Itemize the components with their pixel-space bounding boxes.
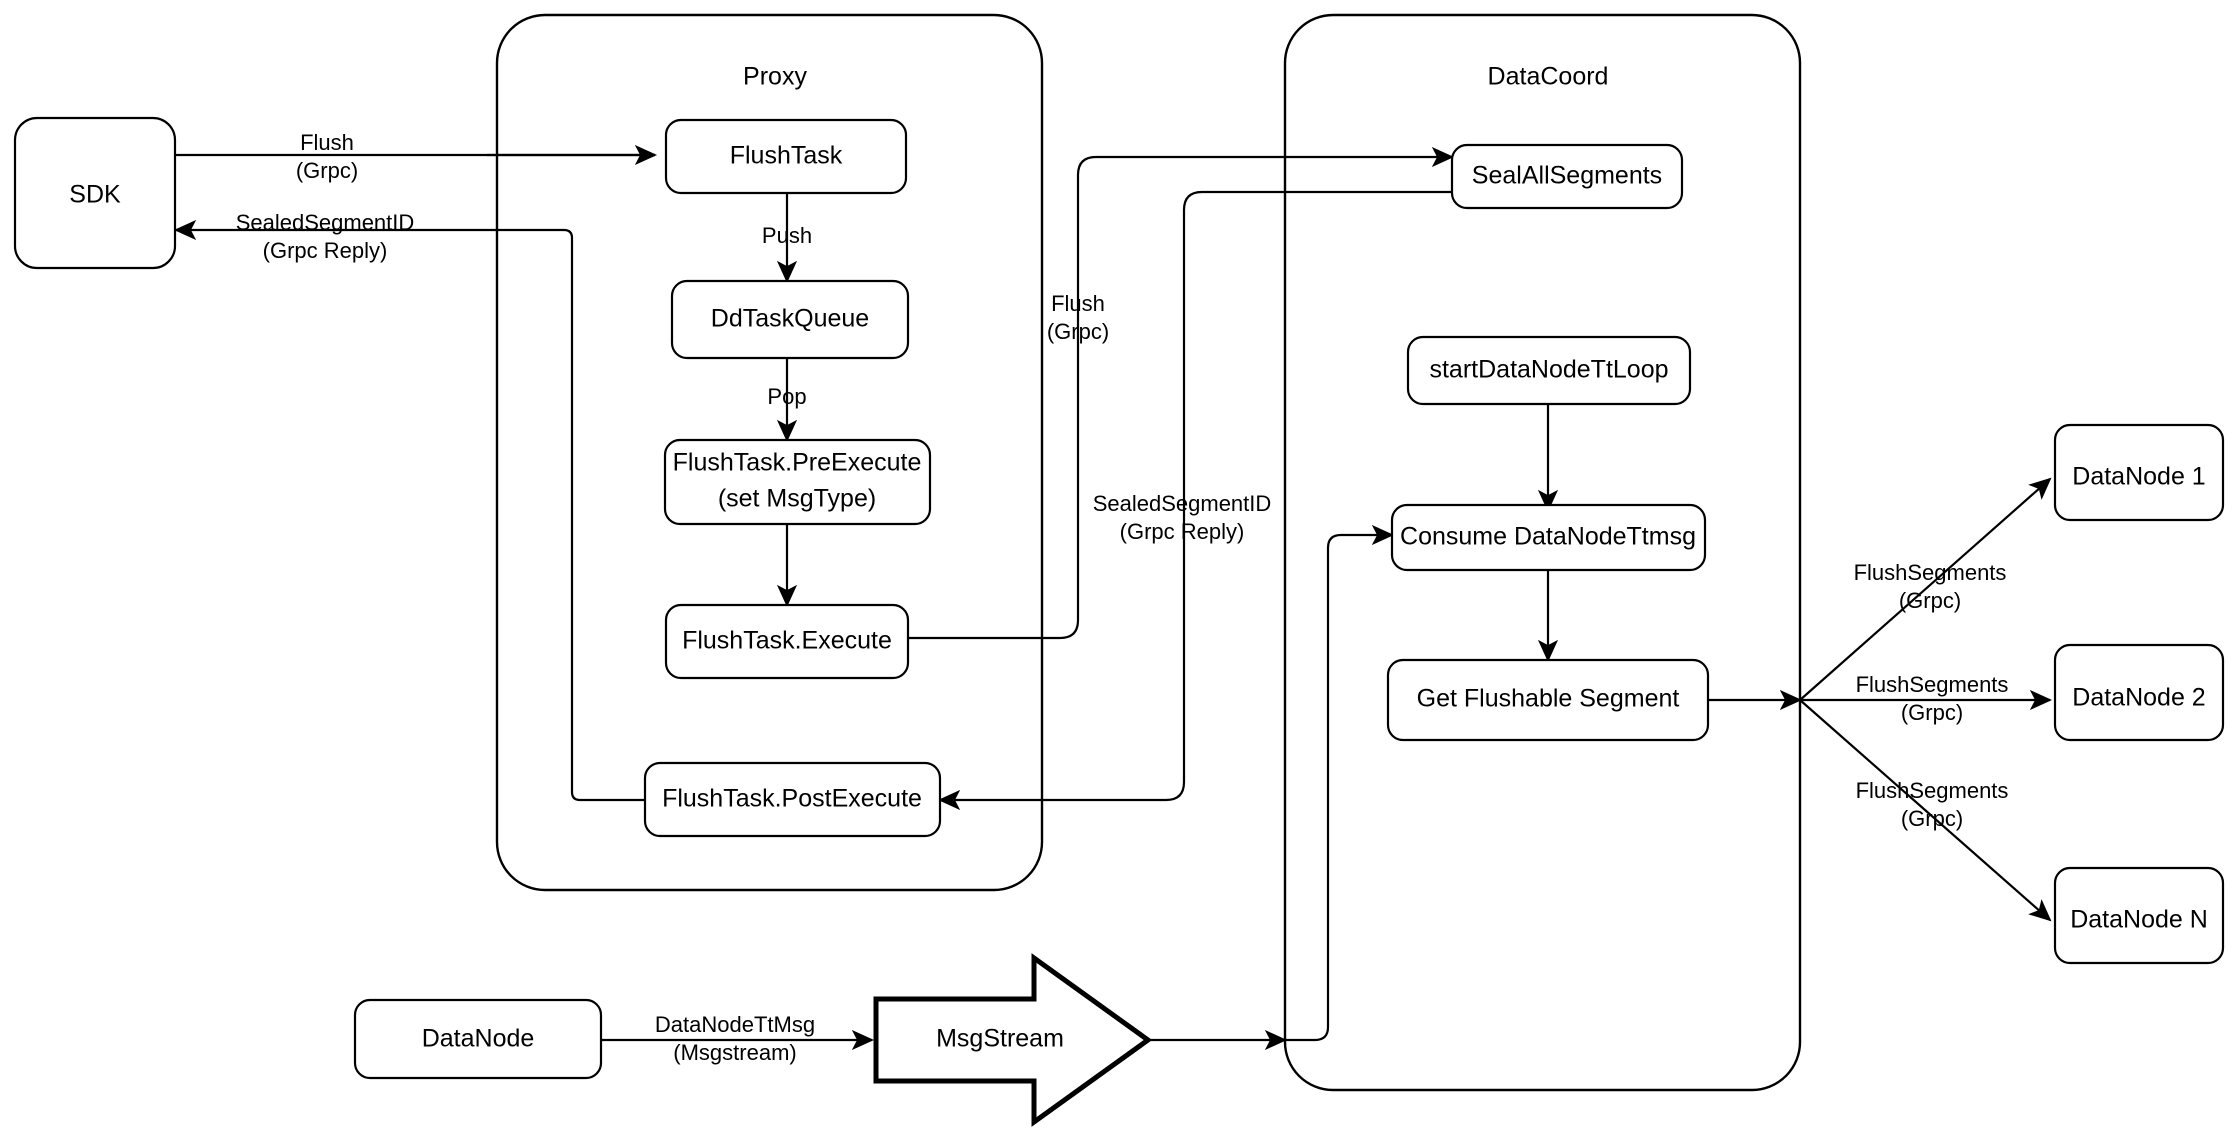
- flush-segments-1-label-line1: FlushSegments: [1854, 560, 2007, 585]
- label-flush-segments-2: FlushSegments (Grpc): [1856, 672, 2009, 725]
- flush-task-postexecute-label: FlushTask.PostExecute: [662, 785, 922, 813]
- seal-all-segments-box[interactable]: [1450, 143, 1684, 210]
- seal-all-segments-label: SealAllSegments: [1472, 162, 1662, 190]
- datanode-bottom-label: DataNode: [422, 1025, 535, 1053]
- sdk-to-proxy-label-line2: (Grpc): [296, 158, 358, 183]
- proxy-to-sdk-label-line2: (Grpc Reply): [263, 238, 388, 263]
- node-datanode-bottom[interactable]: DataNode: [353, 998, 603, 1080]
- proxy-container-label: Proxy: [743, 63, 807, 91]
- flush-task-execute-box[interactable]: [664, 603, 910, 680]
- flush-task-preexecute-label-line1: FlushTask.PreExecute: [673, 449, 922, 477]
- label-proxy-to-datacoord: Flush (Grpc): [1047, 291, 1109, 344]
- sdk-box[interactable]: [13, 116, 177, 270]
- msgstream-label: MsgStream: [936, 1025, 1064, 1053]
- flush-segments-2-label-line2: (Grpc): [1901, 700, 1963, 725]
- label-flush-segments-n: FlushSegments (Grpc): [1856, 778, 2009, 831]
- msgstream-arrow-shape[interactable]: [873, 953, 1153, 1127]
- datanode-1-box[interactable]: [2053, 423, 2225, 522]
- sdk-label: SDK: [69, 181, 121, 209]
- datanode-tt-msg-label-line1: DataNodeTtMsg: [655, 1012, 815, 1037]
- flush-segments-n-label-line1: FlushSegments: [1856, 778, 2009, 803]
- proxy-to-datacoord-label-line1: Flush: [1051, 291, 1105, 316]
- label-datacoord-to-proxy: SealedSegmentID (Grpc Reply): [1093, 491, 1272, 544]
- node-datanode-1[interactable]: DataNode 1: [2053, 423, 2225, 522]
- label-push: Push: [762, 223, 812, 248]
- label-sdk-to-proxy: Flush (Grpc): [296, 130, 358, 183]
- consume-datanode-ttmsg-box[interactable]: [1390, 503, 1707, 572]
- flush-segments-n-label-line2: (Grpc): [1901, 806, 1963, 831]
- datanode-tt-msg-label-line2: (Msgstream): [673, 1040, 796, 1065]
- node-seal-all-segments[interactable]: SealAllSegments: [1450, 143, 1684, 210]
- node-msgstream[interactable]: MsgStream: [873, 953, 1153, 1127]
- flush-task-preexecute-label-line2: (set MsgType): [718, 485, 876, 513]
- start-datanode-tt-loop-box[interactable]: [1406, 335, 1692, 406]
- datacoord-to-proxy-label-line2: (Grpc Reply): [1120, 519, 1245, 544]
- node-start-datanode-tt-loop[interactable]: startDataNodeTtLoop: [1406, 335, 1692, 406]
- get-flushable-segment-box[interactable]: [1386, 658, 1710, 742]
- datacoord-container-label: DataCoord: [1488, 63, 1609, 91]
- label-datanode-tt-msg: DataNodeTtMsg (Msgstream): [655, 1012, 815, 1065]
- node-consume-datanode-ttmsg[interactable]: Consume DataNodeTtmsg: [1390, 503, 1707, 572]
- label-flush-segments-1: FlushSegments (Grpc): [1854, 560, 2007, 613]
- flush-segments-1-label-line2: (Grpc): [1899, 588, 1961, 613]
- edge-postexecute-to-sdk: [173, 219, 645, 802]
- dd-task-queue-box[interactable]: [670, 279, 910, 360]
- dd-task-queue-label: DdTaskQueue: [711, 305, 869, 333]
- get-flushable-segment-label: Get Flushable Segment: [1417, 685, 1680, 713]
- flush-task-box[interactable]: [664, 118, 908, 195]
- label-pop: Pop: [767, 384, 806, 409]
- pop-label: Pop: [767, 384, 806, 409]
- datanode-2-box[interactable]: [2053, 643, 2225, 742]
- flush-segments-2-label-line1: FlushSegments: [1856, 672, 2009, 697]
- edge-datacoord-to-consume: [1285, 524, 1395, 1042]
- edge-sealallsegments-to-postexecute: [937, 190, 1452, 811]
- node-flush-task-execute[interactable]: FlushTask.Execute: [664, 603, 910, 680]
- datanode-n-box[interactable]: [2053, 866, 2225, 965]
- node-datanode-n[interactable]: DataNode N: [2053, 866, 2225, 965]
- datanode-bottom-box[interactable]: [353, 998, 603, 1080]
- flush-task-postexecute-box[interactable]: [643, 761, 942, 838]
- push-label: Push: [762, 223, 812, 248]
- proxy-to-datacoord-label-line2: (Grpc): [1047, 319, 1109, 344]
- consume-datanode-ttmsg-label: Consume DataNodeTtmsg: [1400, 523, 1696, 551]
- datacoord-to-proxy-label-line1: SealedSegmentID: [1093, 491, 1272, 516]
- node-dd-task-queue[interactable]: DdTaskQueue: [670, 279, 910, 360]
- node-sdk[interactable]: SDK: [13, 116, 177, 270]
- datanode-2-label: DataNode 2: [2072, 684, 2205, 712]
- datanode-1-label: DataNode 1: [2072, 463, 2205, 491]
- start-datanode-tt-loop-label: startDataNodeTtLoop: [1429, 356, 1668, 384]
- node-get-flushable-segment[interactable]: Get Flushable Segment: [1386, 658, 1710, 742]
- node-flush-task-postexecute[interactable]: FlushTask.PostExecute: [643, 761, 942, 838]
- sdk-to-proxy-label-line1: Flush: [300, 130, 354, 155]
- edge-junction-to-datanoden: [1799, 699, 2052, 922]
- flush-task-execute-label: FlushTask.Execute: [682, 627, 892, 655]
- node-flush-task-preexecute[interactable]: FlushTask.PreExecute (set MsgType): [663, 438, 932, 526]
- node-datanode-2[interactable]: DataNode 2: [2053, 643, 2225, 742]
- flush-task-label: FlushTask: [730, 142, 843, 170]
- node-flush-task[interactable]: FlushTask: [664, 118, 908, 195]
- edge-execute-to-sealallsegments: [908, 146, 1455, 640]
- edge-junction-to-datanode1: [1799, 477, 2052, 701]
- datanode-n-label: DataNode N: [2070, 906, 2208, 934]
- flush-task-preexecute-box[interactable]: [663, 438, 932, 526]
- label-proxy-to-sdk: SealedSegmentID (Grpc Reply): [236, 210, 415, 263]
- proxy-to-sdk-label-line1: SealedSegmentID: [236, 210, 415, 235]
